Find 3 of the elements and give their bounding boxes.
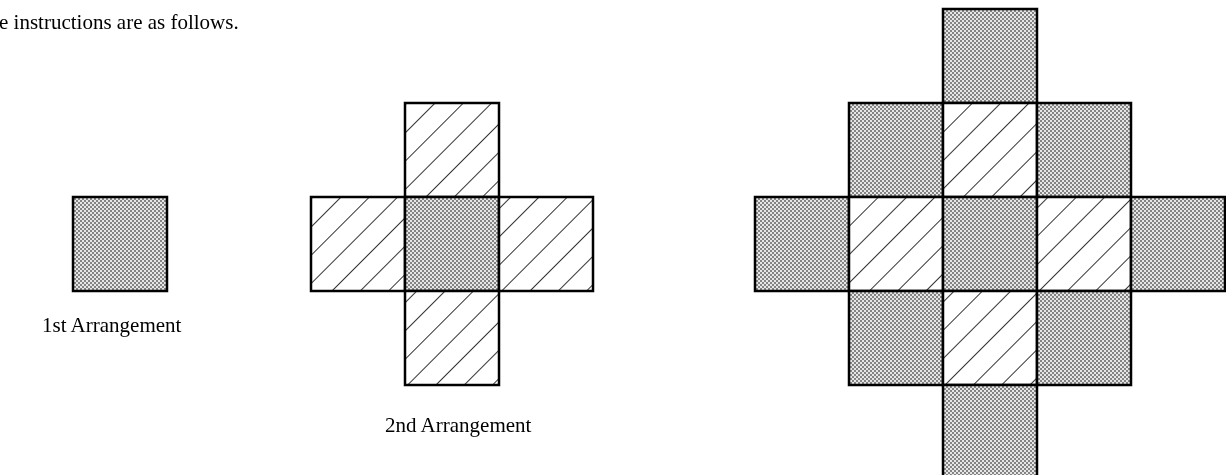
arrangement-caption: 2nd Arrangement: [385, 413, 532, 438]
instruction-text: e instructions are as follows.: [0, 10, 239, 35]
arrangement-caption: 1st Arrangement: [42, 313, 182, 338]
